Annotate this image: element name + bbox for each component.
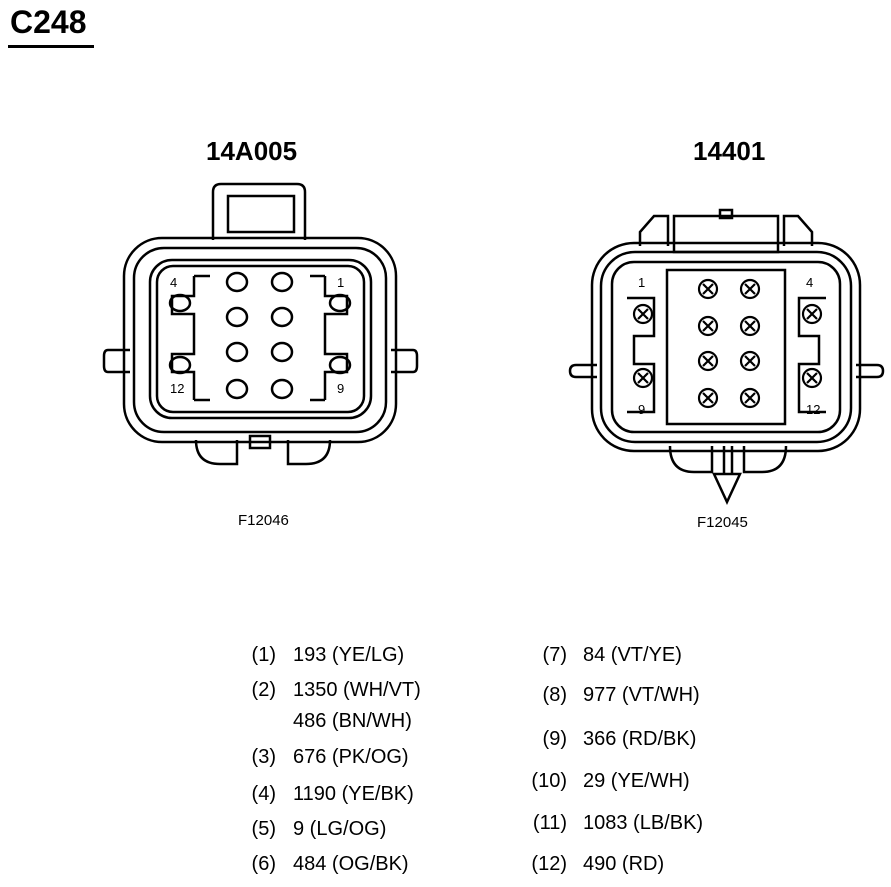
pin-number: (6)	[251, 853, 276, 875]
connector-left-part-number: 14A005	[206, 136, 298, 166]
connector-drawings: 4 1 12 9	[102, 182, 885, 505]
wire-circuit: 1083 (LB/BK)	[583, 812, 704, 834]
pin-number: (11)	[532, 812, 567, 834]
connector-left-pin-label: 9	[337, 381, 344, 396]
wire-circuit: 9 (LG/OG)	[293, 818, 387, 840]
wire-circuit: 490 (RD)	[583, 853, 665, 875]
pin-number: (12)	[531, 853, 567, 875]
connector-right-part-number: 14401	[693, 136, 766, 166]
connector-right-pin-label: 4	[806, 275, 813, 290]
pin-number: (2)	[251, 679, 276, 701]
connector-right-pin-label: 9	[638, 402, 645, 417]
wire-circuit: 29 (YE/WH)	[583, 770, 690, 792]
wire-circuit: 977 (VT/WH)	[583, 684, 700, 706]
connector-left-pin-label: 4	[170, 275, 177, 290]
connector-right-figure-id: F12045	[697, 514, 748, 531]
pin-number: (8)	[542, 684, 567, 706]
connector-left-pin-label: 1	[337, 275, 344, 290]
pin-number: (4)	[251, 783, 276, 805]
wire-circuit: 484 (OG/BK)	[293, 853, 409, 875]
pin-number: (10)	[531, 770, 567, 792]
connector-left-pin-label: 12	[170, 381, 184, 396]
pin-number: (1)	[251, 644, 276, 666]
connector-right-pin-label: 1	[638, 275, 645, 290]
pin-number: (7)	[542, 644, 567, 666]
pin-number: (9)	[542, 728, 567, 750]
wire-circuit: 486 (BN/WH)	[293, 710, 412, 732]
connector-right-face	[568, 208, 885, 505]
connector-right-pin-label: 12	[806, 402, 820, 417]
pin-number: (5)	[251, 818, 276, 840]
title-underline	[8, 45, 94, 48]
wire-circuit: 1190 (YE/BK)	[293, 783, 414, 805]
connector-left-face	[102, 182, 419, 466]
diagram-title: C248	[10, 4, 87, 40]
wire-circuit: 676 (PK/OG)	[293, 746, 409, 768]
connector-right-pins	[632, 278, 823, 409]
connector-left-pins	[168, 271, 352, 400]
wire-circuit: 193 (YE/LG)	[293, 644, 405, 666]
wire-circuit: 1350 (WH/VT)	[293, 679, 421, 701]
wire-circuit: 366 (RD/BK)	[583, 728, 697, 750]
connector-left-figure-id: F12046	[238, 512, 289, 529]
wire-circuit: 84 (VT/YE)	[583, 644, 682, 666]
pin-number: (3)	[251, 746, 276, 768]
